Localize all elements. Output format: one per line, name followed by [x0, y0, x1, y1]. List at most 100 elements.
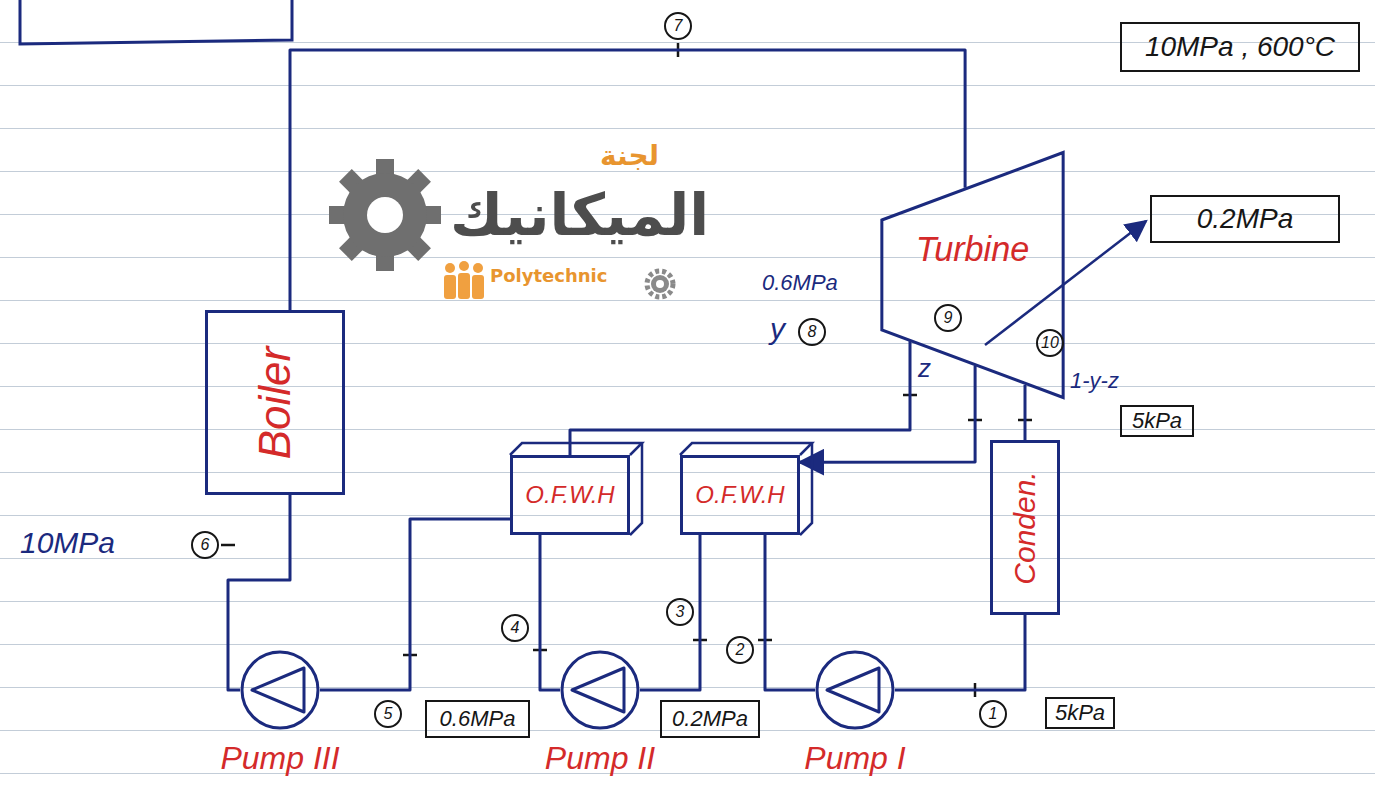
gear-teeth	[647, 271, 673, 297]
pressure-value: 0.6MPa	[440, 706, 516, 731]
gear-hole	[367, 197, 403, 233]
state-number: 1	[979, 700, 1007, 728]
state-number: 5	[374, 700, 402, 728]
pressure-box: 0.6MPa	[425, 700, 530, 738]
component-box: Boiler	[205, 310, 345, 495]
label-slot: لجنة	[600, 140, 659, 172]
label-slot: 7	[664, 12, 692, 40]
state-number: 3	[666, 598, 694, 626]
watermark-gear	[329, 159, 441, 271]
annotation: y	[770, 312, 785, 347]
text-holder: Pump II	[545, 740, 655, 777]
flow-line	[570, 341, 910, 455]
label-slot: z	[918, 354, 931, 384]
pressure-box: 0.2MPa	[1150, 195, 1340, 243]
pump-triangle	[572, 668, 624, 712]
pump-triangle	[252, 668, 304, 712]
pump-symbol	[815, 650, 895, 730]
label-slot: 8	[798, 318, 826, 346]
watermark-text: لجنة	[600, 140, 659, 172]
person-head	[459, 261, 469, 271]
pressure-value: 10MPa , 600°C	[1145, 31, 1335, 63]
pump: Pump II	[560, 650, 640, 730]
pressure-value: 5kPa	[1132, 408, 1182, 433]
state-number: 8	[798, 318, 826, 346]
pressure-box: 0.2MPa	[660, 700, 760, 738]
flow-line	[895, 615, 1025, 690]
text-holder: Conden.	[1008, 471, 1043, 584]
heater-top-face	[680, 443, 812, 455]
problem-box-outline	[20, 0, 292, 44]
component-name: Pump I	[804, 740, 905, 777]
pump-symbol	[560, 650, 640, 730]
flow-line	[765, 535, 815, 690]
heater-side-face	[630, 443, 642, 535]
state-number: 6	[191, 531, 219, 559]
pressure-box: 5kPa	[1120, 405, 1194, 437]
flow-line	[540, 535, 560, 690]
label-slot: 6	[191, 531, 219, 559]
label-slot: y	[770, 312, 785, 347]
label-slot: 2	[726, 636, 754, 664]
label-slot: 3	[666, 598, 694, 626]
turbine-outline	[880, 150, 1065, 400]
flow-line	[1024, 385, 1027, 440]
text-holder: Pump I	[804, 740, 905, 777]
pump: Pump I	[815, 650, 895, 730]
component-name: Boiler	[250, 346, 301, 459]
flow-line	[800, 366, 975, 462]
person-body	[458, 273, 470, 299]
feedwater-heater: O.F.W.H	[680, 455, 800, 535]
pump-triangle	[827, 668, 879, 712]
annotation: 0.6MPa	[762, 270, 838, 295]
pressure-value: 0.2MPa	[672, 706, 748, 731]
label-slot: الميكانيك	[450, 182, 709, 249]
state-number: 2	[726, 636, 754, 664]
gear-body	[651, 275, 669, 293]
label-slot: 10MPa	[20, 526, 115, 561]
label-slot: 1	[979, 700, 1007, 728]
state-number: 4	[501, 614, 529, 642]
state-number: 9	[934, 304, 962, 332]
pump-circle	[562, 652, 638, 728]
pressure-value: 0.2MPa	[1197, 203, 1294, 235]
component-name: Pump II	[545, 740, 655, 777]
text-holder: Boiler	[250, 346, 301, 459]
state-number: 10	[1036, 329, 1064, 357]
component-name: Pump III	[220, 740, 339, 777]
watermark-text: الميكانيك	[450, 182, 709, 249]
small-gear	[647, 271, 673, 297]
annotation: 1-y-z	[1070, 368, 1119, 393]
label-slot: 1-y-z	[1070, 368, 1119, 393]
state-tick	[221, 544, 235, 547]
text-holder: Turbine	[880, 230, 1065, 269]
person-head	[473, 263, 483, 273]
turbine-shape	[882, 153, 1063, 398]
state-number: 7	[664, 12, 692, 40]
feedwater-heater: O.F.W.H	[510, 455, 630, 535]
flow-line	[320, 519, 510, 690]
person-body	[444, 275, 456, 299]
pump-circle	[242, 652, 318, 728]
heater-top-face	[510, 443, 642, 455]
component-name: Conden.	[1008, 471, 1043, 584]
label-slot: 0.6MPa	[762, 270, 838, 295]
people-icon	[444, 261, 484, 299]
pump: Pump III	[240, 650, 320, 730]
person-head	[445, 263, 455, 273]
label-slot: 10	[1036, 329, 1064, 357]
heater-side-face	[800, 443, 812, 535]
person-body	[472, 275, 484, 299]
component-name: O.F.W.H	[695, 481, 784, 509]
watermark-text: Polytechnic	[490, 266, 607, 287]
label-slot: 5	[374, 700, 402, 728]
annotation: z	[918, 354, 931, 384]
pump-symbol	[240, 650, 320, 730]
flow-line	[290, 50, 965, 310]
label-slot: Polytechnic	[490, 266, 607, 287]
turbine: Turbine	[880, 150, 1065, 400]
component-name: Turbine	[880, 230, 1065, 269]
annotation: 10MPa	[20, 526, 115, 561]
component-box: Conden.	[990, 440, 1060, 615]
